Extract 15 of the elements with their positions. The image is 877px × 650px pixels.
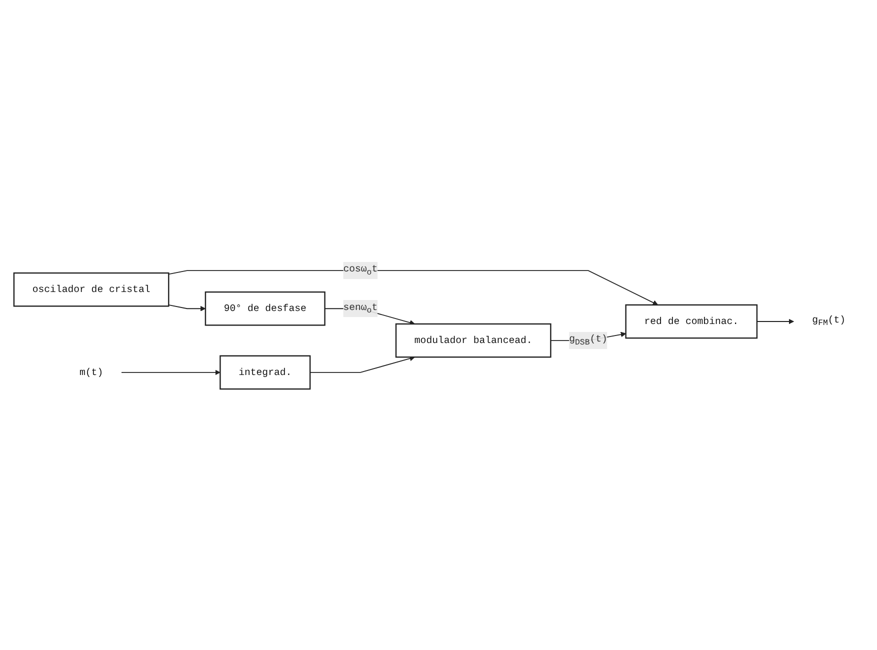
node-box: oscilador de cristal xyxy=(12,272,169,306)
node-box: 90° de desfase xyxy=(204,290,325,326)
arrow xyxy=(168,304,206,311)
edge-label: cosω$_{o}$t xyxy=(342,263,378,277)
arrow xyxy=(168,270,658,305)
node-text: g$_{FM}$(t) xyxy=(812,314,846,328)
node-box: red de combinac. xyxy=(624,304,758,338)
node-text: m(t) xyxy=(79,366,103,378)
node-box: integrad. xyxy=(219,354,310,390)
edge-label: senω$_{o}$t xyxy=(342,301,378,315)
edge-label: g$_{DSB}$(t) xyxy=(568,333,607,347)
arrow xyxy=(756,318,794,324)
node-box: modulador balancead. xyxy=(394,322,551,358)
arrow xyxy=(309,355,414,372)
arrow xyxy=(120,369,220,375)
